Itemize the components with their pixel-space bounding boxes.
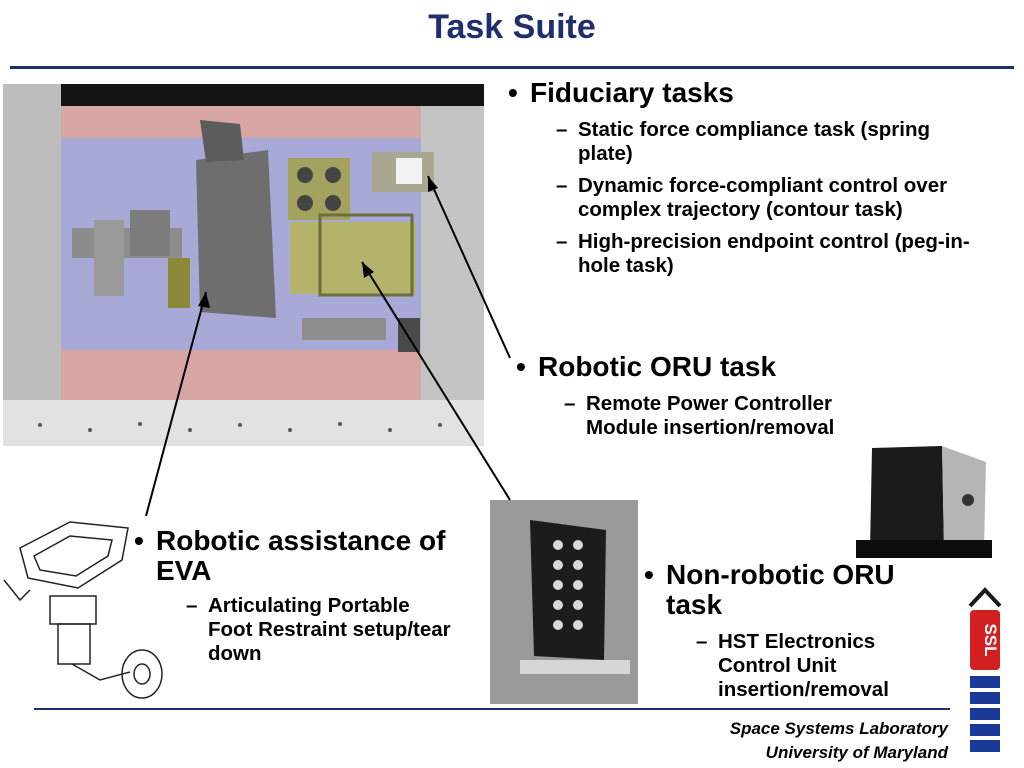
nonrobotic-oru-bullet: •Non-robotic ORU task xyxy=(644,559,895,620)
nonrobotic-oru-block: •Non-robotic ORU task –HST Electronics C… xyxy=(644,560,954,702)
ssl-logo-icon: SSL xyxy=(968,587,1002,752)
svg-text:SSL: SSL xyxy=(981,623,1000,656)
callout-lines xyxy=(145,175,511,517)
fiduciary-tasks-label: Fiduciary tasks xyxy=(530,77,734,108)
footer-divider xyxy=(34,708,950,710)
simulation-view-image xyxy=(3,84,484,446)
fiduciary-subitem: –Dynamic force-compliant control over co… xyxy=(556,174,948,221)
eva-subitem: –Articulating Portable Foot Restraint se… xyxy=(186,594,451,665)
foot-restraint-drawing xyxy=(3,521,163,699)
footer-lab-name: Space Systems Laboratory xyxy=(729,719,948,738)
fiduciary-tasks-block: •Fiduciary tasks –Static force complianc… xyxy=(508,78,998,278)
fiduciary-subitem: –Static force compliance task (spring pl… xyxy=(556,118,931,165)
title-divider xyxy=(10,66,1014,69)
power-controller-module-photo xyxy=(856,440,992,558)
footer: Space Systems Laboratory University of M… xyxy=(730,717,948,765)
robotic-oru-block: •Robotic ORU task –Remote Power Controll… xyxy=(516,352,916,440)
footer-university: University of Maryland xyxy=(765,743,948,762)
callout-arrowheads xyxy=(198,176,438,308)
robotic-oru-subitem: –Remote Power Controller Module insertio… xyxy=(564,392,835,439)
page-title: Task Suite xyxy=(428,8,596,46)
fiduciary-subitem: –High-precision endpoint control (peg-in… xyxy=(556,230,970,277)
nonrobotic-oru-subitem: –HST Electronics Control Unit insertion/… xyxy=(696,630,889,701)
eva-bullet: •Robotic assistance of EVA xyxy=(134,525,446,586)
fiduciary-tasks-bullet: •Fiduciary tasks xyxy=(508,77,734,108)
robotic-oru-bullet: •Robotic ORU task xyxy=(516,351,777,382)
electronics-control-unit-photo xyxy=(490,500,638,704)
eva-block: •Robotic assistance of EVA –Articulating… xyxy=(134,526,474,666)
